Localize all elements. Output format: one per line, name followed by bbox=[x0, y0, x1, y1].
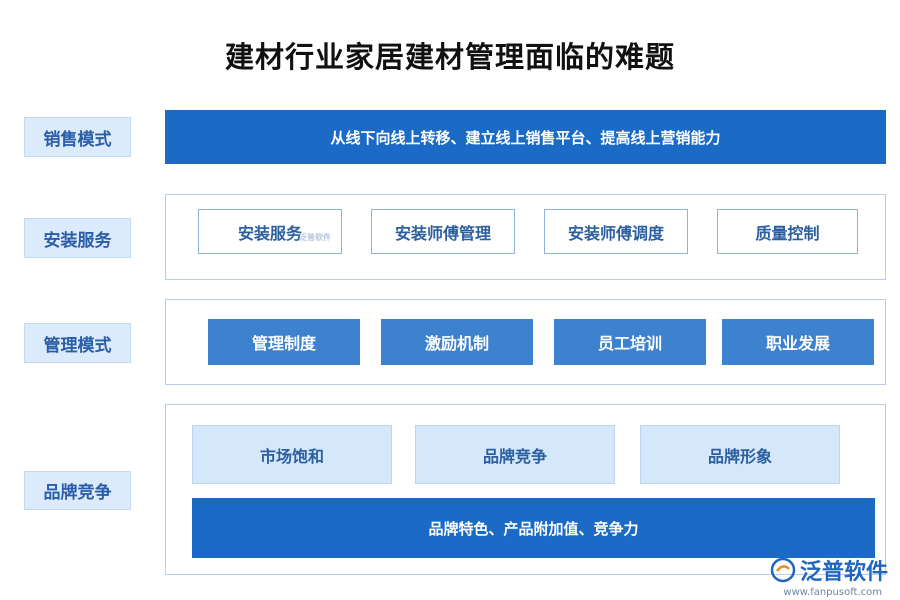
page-title: 建材行业家居建材管理面临的难题 bbox=[224, 40, 675, 74]
management-item-box: 职业发展 bbox=[722, 319, 874, 365]
fanpu-logo-icon bbox=[770, 557, 796, 583]
install-item-box: 安装师傅管理 bbox=[371, 209, 515, 254]
install-item-label: 安装服务 bbox=[237, 223, 302, 243]
brand-item-box: 品牌竞争 bbox=[415, 425, 615, 484]
row-label-sales: 销售模式 bbox=[24, 117, 131, 157]
logo-name: 泛普软件 bbox=[799, 560, 888, 585]
management-item-box: 激励机制 bbox=[381, 319, 533, 365]
row-label-install: 安装服务 bbox=[24, 218, 131, 258]
watermark-stamp: 泛普软件 bbox=[299, 233, 331, 242]
row-label-brand: 品牌竞争 bbox=[24, 471, 131, 510]
management-item-box: 员工培训 bbox=[554, 319, 706, 365]
brand-panel: 市场饱和 品牌竞争 品牌形象 品牌特色、产品附加值、竞争力 bbox=[165, 404, 886, 575]
brand-item-box: 市场饱和 bbox=[192, 425, 392, 484]
brand-summary-bar: 品牌特色、产品附加值、竞争力 bbox=[192, 498, 875, 558]
management-panel: 管理制度 激励机制 员工培训 职业发展 bbox=[165, 299, 886, 385]
management-item-box: 管理制度 bbox=[208, 319, 360, 365]
install-service-panel: 安装服务 泛普软件 安装师傅管理 安装师傅调度 质量控制 bbox=[165, 194, 886, 280]
brand-item-box: 品牌形象 bbox=[640, 425, 840, 484]
sales-model-bar: 从线下向线上转移、建立线上销售平台、提高线上营销能力 bbox=[165, 110, 886, 164]
logo-url: www.fanpusoft.com bbox=[783, 587, 882, 598]
install-item-box: 安装师傅调度 bbox=[544, 209, 688, 254]
row-label-management: 管理模式 bbox=[24, 323, 131, 363]
install-item-box: 质量控制 bbox=[717, 209, 858, 254]
install-item-box: 安装服务 泛普软件 bbox=[198, 209, 342, 254]
brand-logo: 泛普软件 bbox=[770, 554, 888, 586]
